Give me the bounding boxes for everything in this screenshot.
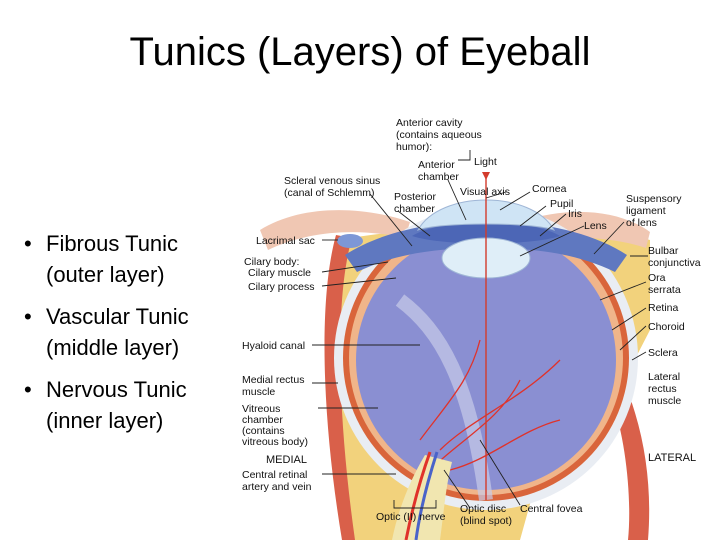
- label-medial-rectus: Medial rectus muscle: [242, 374, 307, 398]
- bullet-dot-icon: •: [24, 377, 32, 402]
- label-vitreous-chamber: Vitreous chamber (contains vitreous body…: [242, 403, 308, 448]
- slide-title: Tunics (Layers) of Eyeball: [129, 30, 591, 74]
- label-ora-serrata: Ora serrata: [648, 272, 681, 296]
- label-ciliary-body: Cilary body:: [244, 256, 299, 268]
- bullet-line-1: Nervous Tunic: [46, 377, 187, 402]
- label-medial: MEDIAL: [266, 454, 307, 466]
- label-anterior-cavity: Anterior cavity (contains aqueous humor)…: [396, 117, 485, 153]
- label-suspensory-ligament: Suspensory ligament of lens: [626, 193, 684, 229]
- label-ciliary-process: Cilary process: [248, 281, 315, 293]
- bullet-item-vascular-tunic: • Vascular Tunic (middle layer): [22, 301, 222, 363]
- label-anterior-chamber: Anterior chamber: [418, 159, 459, 183]
- label-sclera: Sclera: [648, 347, 678, 359]
- label-optic-disc: Optic disc (blind spot): [460, 503, 512, 527]
- bullet-dot-icon: •: [24, 304, 32, 329]
- label-light: Light: [474, 156, 497, 168]
- bullet-line-2: (inner layer): [46, 408, 164, 433]
- optic-nerve-shape: [392, 451, 452, 540]
- eyeball-diagram: Anterior cavity (contains aqueous humor)…: [242, 117, 701, 540]
- label-iris: Iris: [568, 208, 582, 220]
- bullet-list: • Fibrous Tunic (outer layer) • Vascular…: [22, 228, 222, 447]
- bullet-dot-icon: •: [24, 231, 32, 256]
- label-lateral-rectus: Lateral rectus muscle: [648, 371, 683, 407]
- label-central-retinal: Central retinal artery and vein: [242, 469, 312, 493]
- label-hyaloid-canal: Hyaloid canal: [242, 340, 305, 352]
- label-scleral-venous-sinus: Scleral venous sinus (canal of Schlemm): [284, 175, 383, 199]
- bullet-item-nervous-tunic: • Nervous Tunic (inner layer): [22, 374, 222, 436]
- label-visual-axis: Visual axis: [460, 186, 510, 198]
- label-retina: Retina: [648, 302, 679, 314]
- bullet-line-1: Vascular Tunic: [46, 304, 189, 329]
- label-lateral: LATERAL: [648, 452, 696, 464]
- bullet-line-2: (outer layer): [46, 262, 165, 287]
- label-pupil: Pupil: [550, 198, 573, 210]
- label-lens: Lens: [584, 220, 607, 232]
- diagram-labels: Anterior cavity (contains aqueous humor)…: [242, 117, 701, 527]
- label-posterior-chamber: Posterior chamber: [394, 191, 439, 215]
- label-lacrimal-sac: Lacrimal sac: [256, 235, 315, 247]
- bullet-line-2: (middle layer): [46, 335, 180, 360]
- retinal-vessels: [419, 339, 561, 471]
- label-central-fovea: Central fovea: [520, 503, 583, 515]
- bullet-item-fibrous-tunic: • Fibrous Tunic (outer layer): [22, 228, 222, 290]
- label-bulbar-conjunctiva: Bulbar conjunctiva: [648, 245, 701, 269]
- light-arrow-icon: [482, 172, 490, 180]
- label-cornea: Cornea: [532, 183, 567, 195]
- lacrimal-sac-shape: [337, 234, 363, 248]
- label-ciliary-muscle: Cilary muscle: [248, 267, 311, 279]
- label-optic-nerve: Optic (II) nerve: [376, 511, 446, 523]
- lateral-rectus-muscle: [612, 392, 650, 540]
- leader-lines: [312, 150, 648, 509]
- hyaloid-canal-shape: [395, 294, 493, 501]
- bullet-line-1: Fibrous Tunic: [46, 231, 179, 256]
- label-choroid: Choroid: [648, 321, 685, 333]
